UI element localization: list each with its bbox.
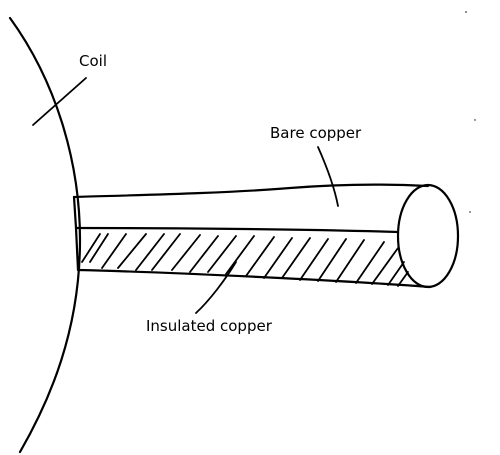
insulation-hatching (81, 233, 409, 287)
bare-copper-top-edge (72, 183, 430, 199)
speck (465, 11, 467, 13)
wire-divider-line (74, 226, 400, 234)
bare-copper-pointer-line (317, 146, 339, 207)
insulated-copper-label: Insulated copper (146, 317, 273, 335)
coil-label: Coil (79, 52, 107, 70)
bare-copper-label: Bare copper (270, 124, 362, 142)
wire-end-face (396, 183, 460, 289)
coil-pointer-line (32, 77, 87, 126)
speck (474, 119, 476, 121)
insulated-copper-bottom-edge (76, 268, 432, 289)
insulated-copper-pointer-line (195, 261, 237, 314)
speck (469, 211, 471, 213)
coil-outline (8, 16, 82, 454)
wire-left-end (72, 195, 80, 272)
